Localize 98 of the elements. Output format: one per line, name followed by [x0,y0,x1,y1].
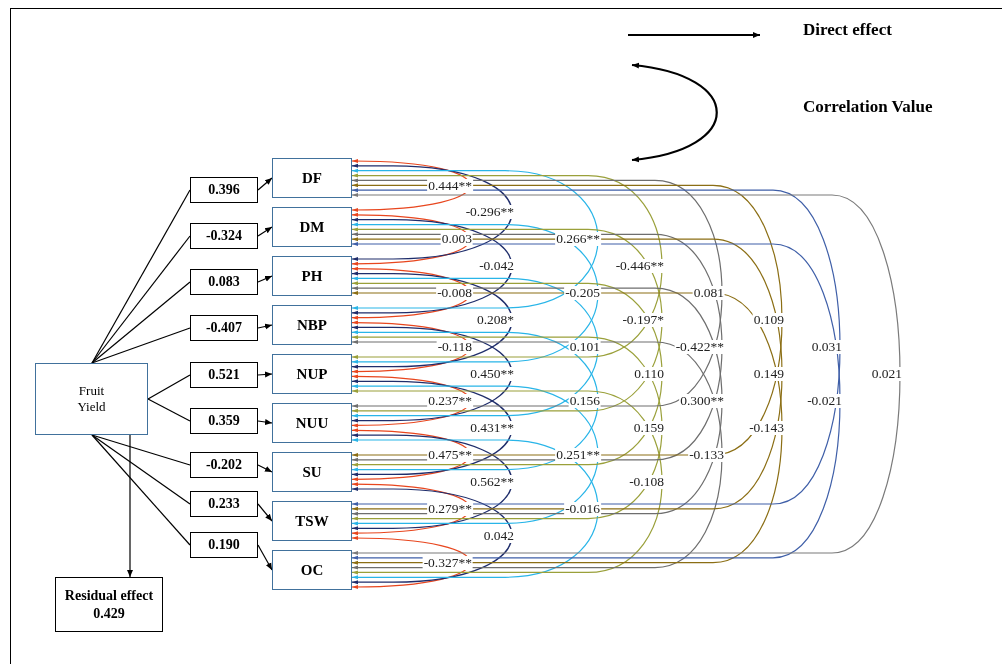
connector-line [91,281,191,364]
correlation-arc [351,271,513,369]
correlation-arc [351,168,599,310]
edge-label: 0.444** [427,178,473,193]
residual-box [55,577,163,632]
variable-box: SU [272,452,352,492]
coefficient-box: 0.083 [190,269,258,295]
edge-label: 0.475** [427,447,473,462]
edge-label: -0.197* [621,313,665,328]
correlation-arc [351,222,599,364]
arrow [257,226,273,237]
outcome-box: Fruit Yield [35,363,148,435]
edge-label: 0.450** [469,367,515,381]
edge-label: 0.279** [427,501,473,516]
variable-box: OC [272,550,352,590]
connector-line [91,434,191,546]
arrow [257,371,273,378]
variable-box: NUU [272,403,352,443]
edge-label: -0.008 [436,286,473,301]
coefficient-box: -0.202 [190,452,258,478]
correlation-arc [351,227,663,413]
edge-label: 0.031 [810,340,843,355]
connector-line [91,235,191,364]
connector-line [91,327,191,364]
edge-label: 0.431** [469,420,515,435]
coefficient-box: 0.190 [190,532,258,558]
edge-label: 0.110 [633,367,665,381]
variable-box: PH [272,256,352,296]
edge-label: 0.149 [752,367,785,381]
edge-label: 0.109 [752,313,785,328]
legend-label: Correlation Value [803,97,933,117]
edge-label: 0.003 [440,232,473,247]
edge-label: -0.205 [564,286,601,301]
correlation-arc [351,193,901,555]
variable-box: DF [272,158,352,198]
edge-label: 0.156 [568,393,601,408]
edge-label: -0.118 [436,340,473,355]
arrow [257,275,273,283]
edge-label: 0.237** [427,393,473,408]
edge-label: -0.143 [748,420,785,435]
coefficient-box: -0.324 [190,223,258,249]
coefficient-box: 0.233 [190,491,258,517]
edge-label: 0.081 [692,286,725,301]
correlation-arc [351,188,841,506]
edge-label: -0.108 [628,474,665,489]
correlation-arc [351,163,513,261]
connector-line [147,398,191,422]
edge-label: 0.208* [475,313,515,328]
arrow [127,434,133,578]
correlation-arc [351,325,513,423]
edge-label: -0.446** [614,259,665,274]
edge-label: -0.422** [674,340,725,355]
variable-box: DM [272,207,352,247]
correlation-arc [351,335,663,521]
arrow [257,464,273,473]
legend-label: Direct effect [803,20,892,40]
arrow [257,419,273,425]
correlation-arc [351,281,663,467]
edge-label: -0.133 [688,447,725,462]
arrow [257,177,273,191]
correlation-arc [351,242,841,560]
edge-label: 0.101 [568,340,601,355]
coefficient-box: 0.359 [190,408,258,434]
coefficient-box: 0.396 [190,177,258,203]
edge-label: -0.327** [422,555,473,570]
correlation-arc [351,438,599,580]
coefficient-box: 0.521 [190,362,258,388]
connector-line [91,434,191,505]
edge-label: 0.266** [555,232,601,247]
edge-label: 0.159 [632,420,665,435]
edge-label: -0.296** [464,205,515,220]
arrow [257,503,273,522]
edge-label: -0.021 [806,393,843,408]
residual-value: 0.429 [93,604,125,622]
edge-label: -0.016 [564,501,601,516]
edge-label: 0.562** [469,474,515,489]
variable-box: TSW [272,501,352,541]
correlation-arc [351,384,599,526]
residual-label: Residual effect [64,587,154,605]
correlation-arc [351,173,663,359]
correlation-arc [351,217,513,315]
coefficient-box: -0.407 [190,315,258,341]
edge-label: 0.042 [482,528,515,543]
edge-label: 0.251** [555,447,601,462]
arrow [257,544,273,571]
correlation-arc [351,276,599,418]
correlation-arc [351,379,513,477]
variable-box: NUP [272,354,352,394]
correlation-arc [351,389,663,575]
correlation-arc [351,487,513,585]
arrow [257,323,273,330]
correlation-arc [351,330,599,472]
edge-label: 0.300** [679,393,725,408]
variable-box: NBP [272,305,352,345]
connector-line [147,374,191,400]
edge-label: -0.042 [478,259,515,274]
edge-label: 0.021 [870,367,903,381]
correlation-arc [351,433,513,531]
